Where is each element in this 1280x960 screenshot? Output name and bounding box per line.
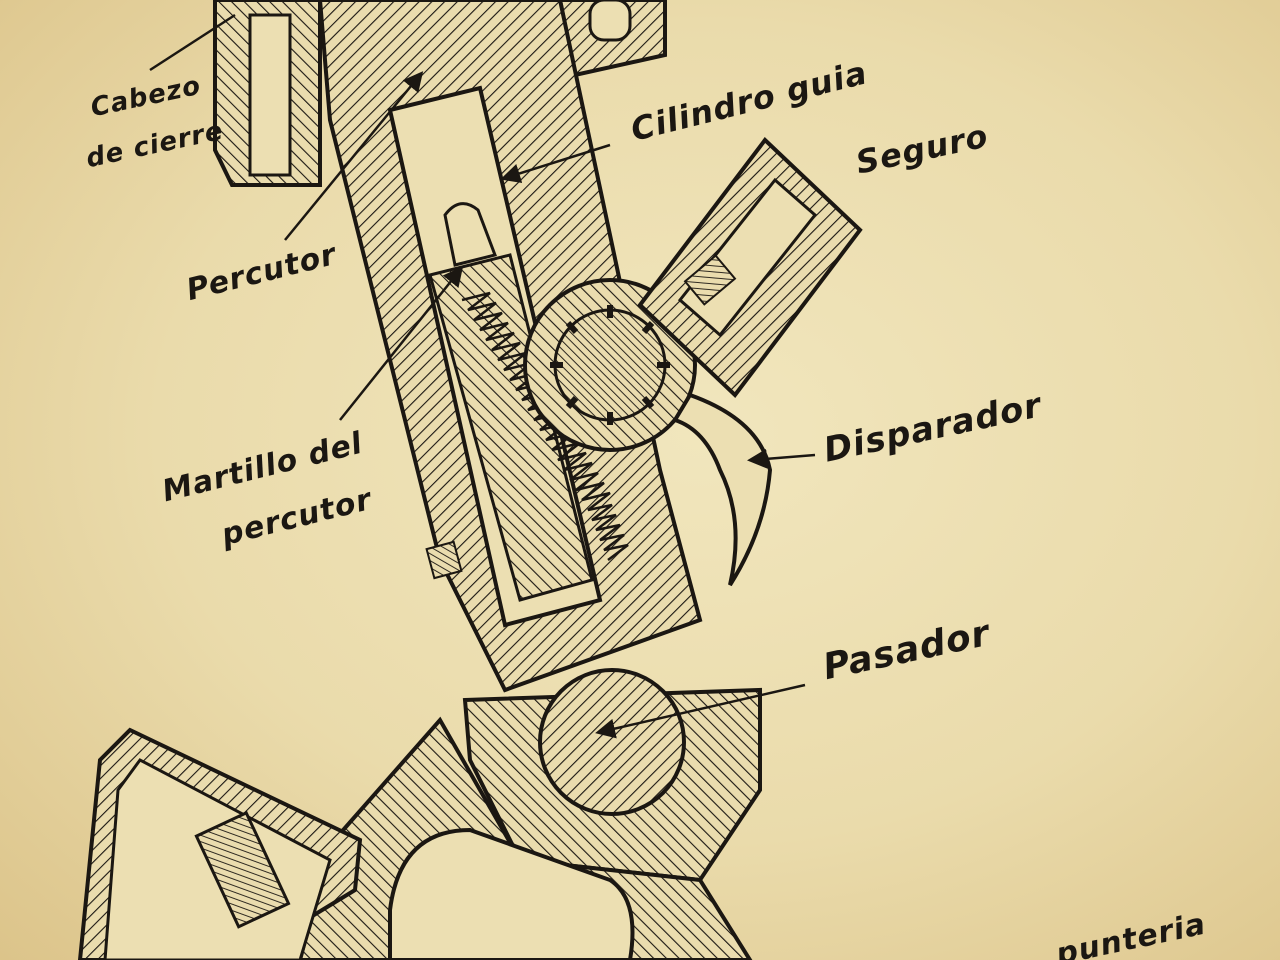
leader-percutor	[284, 71, 424, 241]
pivot-pin	[462, 668, 762, 883]
safety-mechanism	[637, 137, 863, 398]
gear-sector	[523, 278, 697, 452]
leader-cabezo	[149, 13, 236, 72]
trigger	[672, 392, 773, 587]
leader-lines	[149, 13, 816, 739]
hammer-spring	[461, 291, 629, 561]
leader-pasador	[595, 683, 806, 739]
leader-disparador	[747, 448, 816, 469]
lower-bracket	[77, 540, 753, 960]
leader-cilindro	[500, 143, 611, 184]
leader-martillo	[339, 266, 464, 421]
